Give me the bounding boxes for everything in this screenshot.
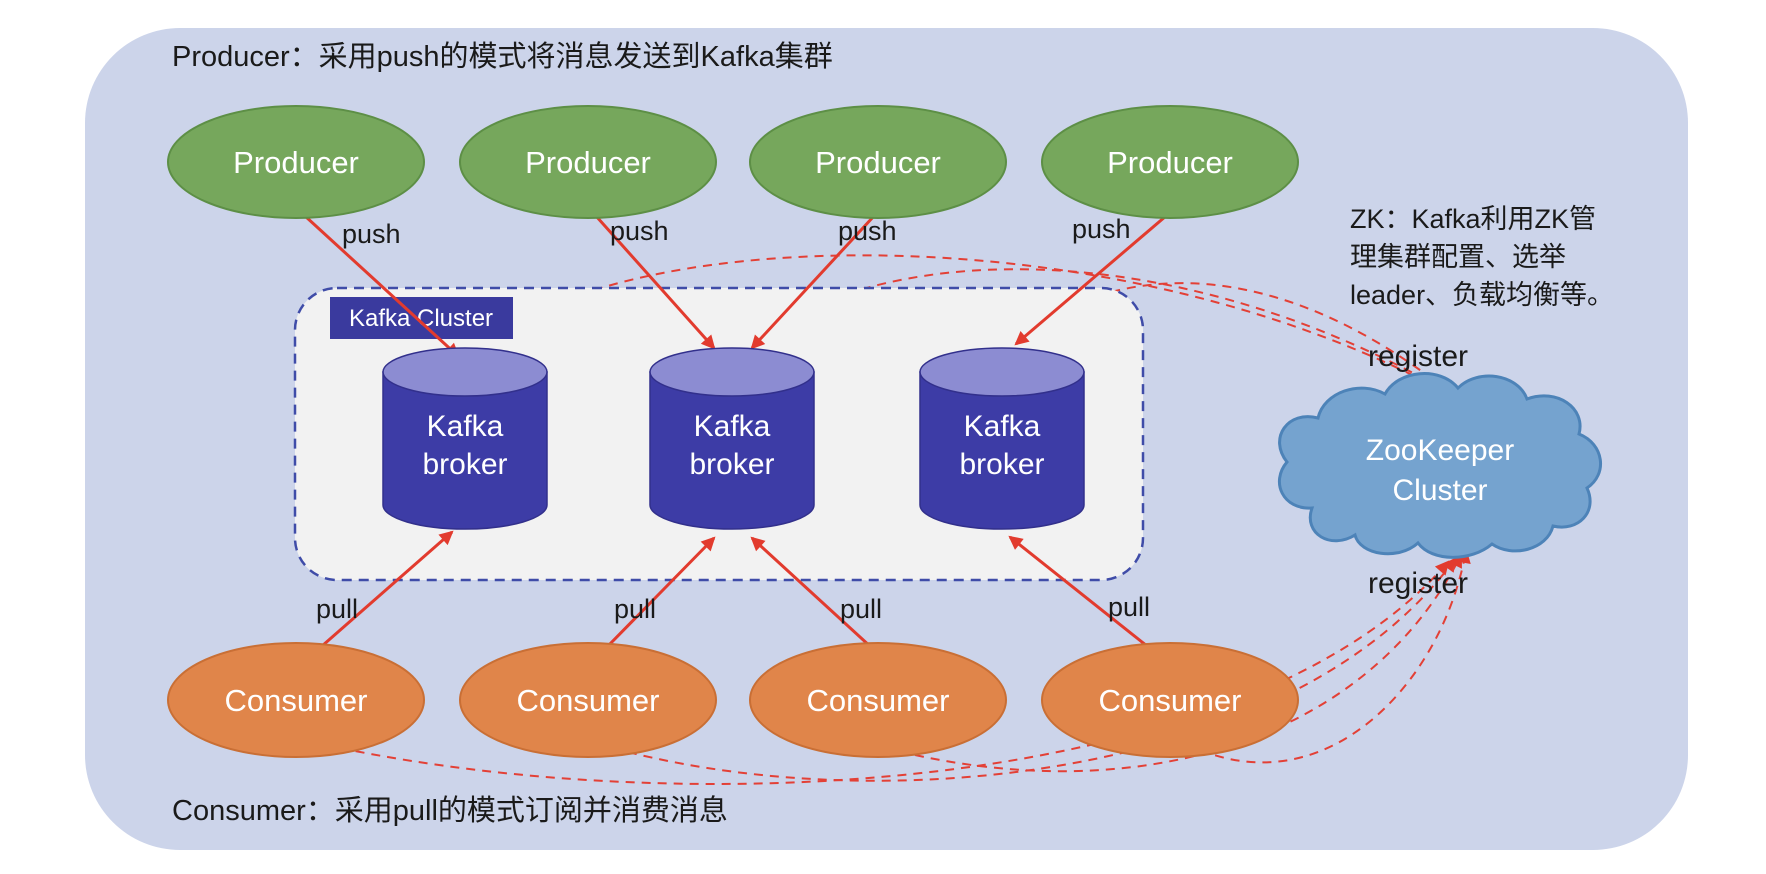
- consumer-node-2: Consumer: [459, 642, 717, 758]
- broker-label-line2: broker: [689, 448, 774, 481]
- broker-label-line2: broker: [422, 448, 507, 481]
- producer-node-3: Producer: [749, 105, 1007, 219]
- zk-note-line-2: 理集群配置、选举: [1350, 242, 1566, 272]
- producer-label: Producer: [233, 145, 359, 180]
- register-label-bottom: register: [1368, 567, 1468, 600]
- pull-arrow-2: [604, 536, 716, 650]
- kafka-cluster-badge-label: Kafka Cluster: [349, 305, 493, 332]
- broker-cylinder-body: [649, 371, 815, 530]
- consumer-label: Consumer: [807, 683, 950, 718]
- broker-label-line1: Kafka: [427, 410, 504, 443]
- kafka-broker-node-1: Kafka broker: [382, 347, 548, 530]
- push-label-2: push: [610, 216, 669, 246]
- producer-node-1: Producer: [167, 105, 425, 219]
- broker-cylinder-body: [382, 371, 548, 530]
- producer-ellipse: [167, 105, 425, 219]
- producer-note-text: Producer：采用push的模式将消息发送到Kafka集群: [172, 40, 833, 73]
- pull-label-3: pull: [840, 594, 882, 624]
- producer-ellipse: [1041, 105, 1299, 219]
- push-arrow-1: [303, 214, 460, 358]
- push-arrow-3: [750, 214, 876, 350]
- consumer-label: Consumer: [517, 683, 660, 718]
- producer-node-2: Producer: [459, 105, 717, 219]
- consumer-register-curve-3: [914, 553, 1462, 773]
- consumer-node-3: Consumer: [749, 642, 1007, 758]
- push-label-1: push: [342, 219, 401, 249]
- consumer-note-text: Consumer：采用pull的模式订阅并消费消息: [172, 794, 728, 827]
- consumer-ellipse: [167, 642, 425, 758]
- pull-arrow-4: [1008, 535, 1153, 652]
- consumer-register-curve-4: [1199, 548, 1471, 764]
- zookeeper-label-line1: ZooKeeper: [1366, 434, 1514, 467]
- producer-label: Producer: [1107, 145, 1233, 180]
- producer-ellipse: [749, 105, 1007, 219]
- push-arrow-4: [1014, 214, 1167, 346]
- pull-arrow-3: [750, 536, 874, 650]
- pull-arrow-1: [321, 530, 454, 648]
- zk-note-line-1: ZK：Kafka利用ZK管: [1350, 204, 1596, 234]
- push-arrow-2: [594, 215, 716, 350]
- producer-label: Producer: [525, 145, 651, 180]
- consumer-register-curve-2: [627, 557, 1457, 782]
- pull-label-2: pull: [614, 594, 656, 624]
- pull-label-4: pull: [1108, 592, 1150, 622]
- push-label-3: push: [838, 216, 897, 246]
- consumer-node-4: Consumer: [1041, 642, 1299, 758]
- pull-label-1: pull: [316, 594, 358, 624]
- zookeeper-label-line2: Cluster: [1392, 474, 1487, 507]
- register-label-top: register: [1368, 340, 1468, 373]
- push-label-4: push: [1072, 214, 1131, 244]
- broker-label-line2: broker: [959, 448, 1044, 481]
- zookeeper-cloud: [1277, 372, 1602, 559]
- kafka-broker-node-2: Kafka broker: [649, 347, 815, 530]
- producer-label: Producer: [815, 145, 941, 180]
- broker-label-line1: Kafka: [694, 410, 771, 443]
- kafka-cluster-badge: [330, 297, 513, 339]
- producer-node-4: Producer: [1041, 105, 1299, 219]
- broker-cylinder-top: [919, 347, 1085, 397]
- consumer-label: Consumer: [1099, 683, 1242, 718]
- consumer-node-1: Consumer: [167, 642, 425, 758]
- producer-ellipse: [459, 105, 717, 219]
- zk-note-text: ZK：Kafka利用ZK管 理集群配置、选举 leader、负载均衡等。: [1350, 204, 1614, 310]
- consumer-label: Consumer: [225, 683, 368, 718]
- broker-cylinder-body: [919, 371, 1085, 530]
- consumer-ellipse: [749, 642, 1007, 758]
- consumer-ellipse: [459, 642, 717, 758]
- kafka-broker-node-3: Kafka broker: [919, 347, 1085, 530]
- broker-cylinder-top: [382, 347, 548, 397]
- zk-note-line-3: leader、负载均衡等。: [1350, 280, 1614, 310]
- broker-label-line1: Kafka: [964, 410, 1041, 443]
- consumer-ellipse: [1041, 642, 1299, 758]
- broker-cylinder-top: [649, 347, 815, 397]
- zookeeper-node: ZooKeeper Cluster: [1277, 372, 1602, 559]
